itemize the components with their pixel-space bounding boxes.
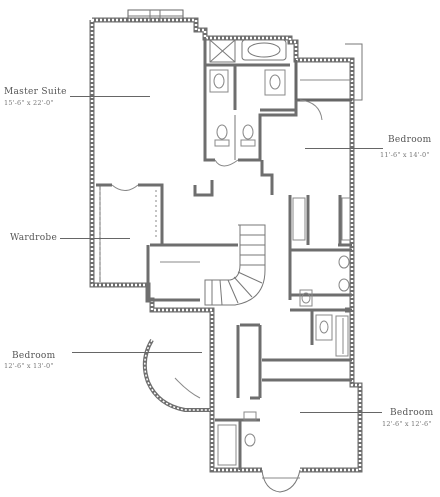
room-size-bedroom-lower-left: 12'-6" x 13'-0" — [4, 362, 54, 370]
room-label-bedroom-lower-left: Bedroom — [12, 351, 56, 361]
leader-bedroom-lower-right — [300, 412, 382, 413]
room-label-bedroom-lower-right: Bedroom — [390, 408, 434, 418]
bay-window — [142, 338, 210, 412]
room-label-master-suite: Master Suite — [4, 87, 67, 97]
shower — [209, 39, 236, 63]
toilet — [338, 278, 350, 292]
leader-master-suite — [70, 96, 150, 97]
room-label-wardrobe: Wardrobe — [10, 233, 58, 243]
bottom-bay-window — [261, 469, 301, 493]
toilet — [244, 433, 256, 447]
bay-right — [345, 43, 363, 101]
toilet — [242, 124, 254, 140]
leader-wardrobe — [60, 238, 130, 239]
toilet — [216, 124, 228, 140]
room-label-bedroom-upper-right: Bedroom — [388, 135, 432, 145]
staircase — [204, 224, 266, 306]
room-size-master-suite: 15'-6" x 22'-0" — [4, 99, 54, 107]
room-size-bedroom-lower-right: 12'-6" x 12'-6" — [382, 420, 432, 428]
bathtub — [241, 39, 287, 61]
room-size-bedroom-upper-right: 11'-6" x 14'-0" — [380, 151, 430, 159]
leader-bedroom-lower-left — [72, 352, 202, 353]
toilet — [338, 255, 350, 269]
leader-bedroom-upper-right — [305, 148, 383, 149]
